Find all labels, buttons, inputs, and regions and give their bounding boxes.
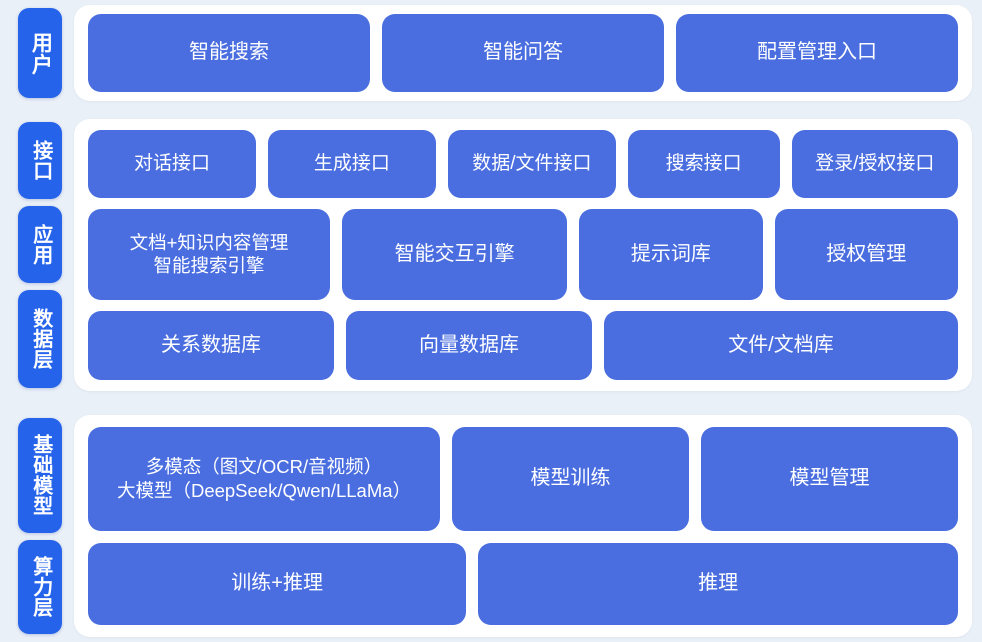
box-smart-interaction-engine[interactable]: 智能交互引擎 <box>341 208 568 300</box>
box-authorization-management[interactable]: 授权管理 <box>774 208 958 300</box>
box-vector-database[interactable]: 向量数据库 <box>345 310 592 380</box>
layer-panel-user: 智能搜索 智能问答 配置管理入口 <box>74 5 972 101</box>
box-inference[interactable]: 推理 <box>478 542 958 625</box>
box-login-auth-api[interactable]: 登录/授权接口 <box>791 130 958 198</box>
box-config-management-entry[interactable]: 配置管理入口 <box>676 14 958 92</box>
layer-tab-data[interactable]: 数据层 <box>18 290 62 389</box>
box-model-training[interactable]: 模型训练 <box>452 427 690 531</box>
box-document-knowledge-management[interactable]: 文档+知识内容管理 智能搜索引擎 <box>88 208 330 300</box>
box-prompt-library[interactable]: 提示词库 <box>579 208 763 300</box>
box-multimodal-large-model[interactable]: 多模态（图文/OCR/音视频） 大模型（DeepSeek/Qwen/LLaMa） <box>88 427 440 531</box>
foundation-model-row: 多模态（图文/OCR/音视频） 大模型（DeepSeek/Qwen/LLaMa）… <box>88 427 958 531</box>
box-model-management[interactable]: 模型管理 <box>701 427 958 531</box>
layer-band-infra: 基础模型 算力层 多模态（图文/OCR/音视频） 大模型（DeepSeek/Qw… <box>0 412 982 640</box>
box-generation-api[interactable]: 生成接口 <box>267 130 436 198</box>
layer-tab-interface[interactable]: 接口 <box>18 122 62 200</box>
interface-row: 对话接口 生成接口 数据/文件接口 搜索接口 登录/授权接口 <box>88 130 958 198</box>
compute-row: 训练+推理 推理 <box>88 542 958 625</box>
layer-tabs-infra: 基础模型 算力层 <box>0 412 62 640</box>
layer-band-user: 用户 智能搜索 智能问答 配置管理入口 <box>0 2 982 104</box>
layer-band-middle: 接口 应用 数据层 对话接口 生成接口 数据/文件接口 搜索接口 登录/授权接口… <box>0 116 982 394</box>
layer-tabs-user: 用户 <box>0 2 62 104</box>
layer-tab-user[interactable]: 用户 <box>18 8 62 98</box>
box-dialog-api[interactable]: 对话接口 <box>88 130 256 198</box>
layer-tab-foundation-model[interactable]: 基础模型 <box>18 418 62 533</box>
box-relational-database[interactable]: 关系数据库 <box>88 310 334 380</box>
box-smart-qa[interactable]: 智能问答 <box>382 14 664 92</box>
layer-panel-infra: 多模态（图文/OCR/音视频） 大模型（DeepSeek/Qwen/LLaMa）… <box>74 415 972 637</box>
user-row-1: 智能搜索 智能问答 配置管理入口 <box>88 14 958 92</box>
box-smart-search[interactable]: 智能搜索 <box>88 14 370 92</box>
application-row: 文档+知识内容管理 智能搜索引擎 智能交互引擎 提示词库 授权管理 <box>88 208 958 300</box>
box-data-file-api[interactable]: 数据/文件接口 <box>447 130 616 198</box>
layer-tab-compute[interactable]: 算力层 <box>18 539 62 634</box>
box-file-document-store[interactable]: 文件/文档库 <box>603 310 958 380</box>
layer-panel-middle: 对话接口 生成接口 数据/文件接口 搜索接口 登录/授权接口 文档+知识内容管理… <box>74 119 972 391</box>
box-training-plus-inference[interactable]: 训练+推理 <box>88 542 467 625</box>
layer-tabs-middle: 接口 应用 数据层 <box>0 116 62 394</box>
data-row: 关系数据库 向量数据库 文件/文档库 <box>88 310 958 380</box>
box-search-api[interactable]: 搜索接口 <box>627 130 780 198</box>
layer-tab-application[interactable]: 应用 <box>18 206 62 284</box>
